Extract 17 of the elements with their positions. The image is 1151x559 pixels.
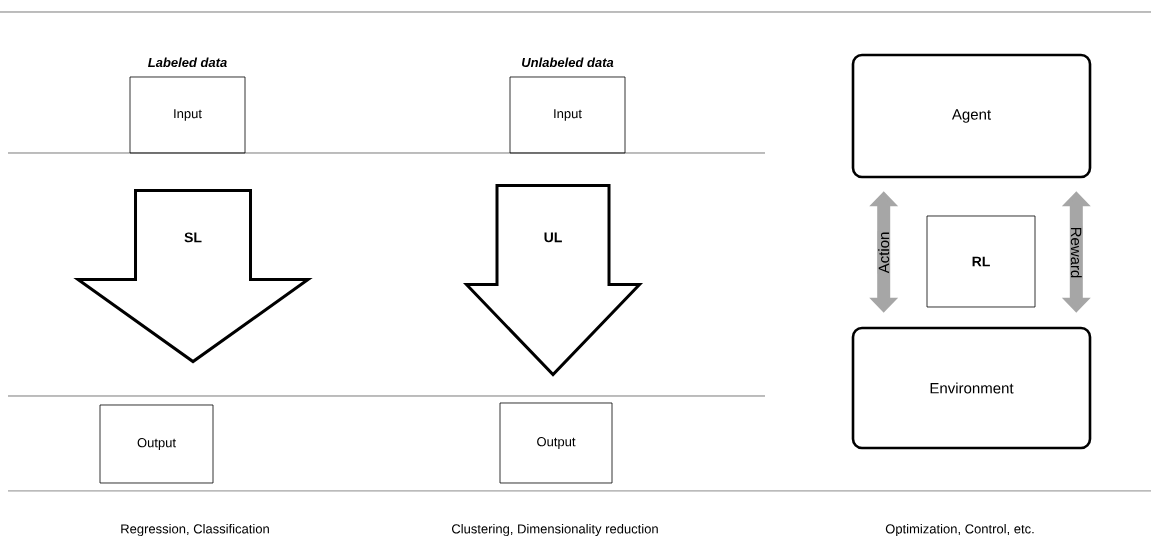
process-box: Input	[129, 76, 246, 154]
rounded-box: Environment	[851, 326, 1092, 450]
process-box: Output	[499, 402, 613, 484]
edge-label: Reward	[1070, 226, 1083, 279]
caption: Clustering, Dimensionality reduction	[452, 523, 658, 537]
process-box: Input	[509, 76, 626, 154]
edge-label: UL	[542, 231, 564, 244]
block-arrow	[73, 188, 313, 364]
process-box: RL	[926, 215, 1036, 308]
edge-label: SL	[183, 231, 203, 244]
block-arrow	[463, 183, 644, 377]
column-heading: Unlabeled data	[522, 57, 614, 68]
process-box: Output	[99, 404, 214, 484]
column-heading: Labeled data	[148, 57, 227, 68]
caption: Optimization, Control, etc.	[885, 523, 1034, 537]
caption: Regression, Classification	[121, 523, 269, 537]
rounded-box: Agent	[851, 53, 1092, 179]
